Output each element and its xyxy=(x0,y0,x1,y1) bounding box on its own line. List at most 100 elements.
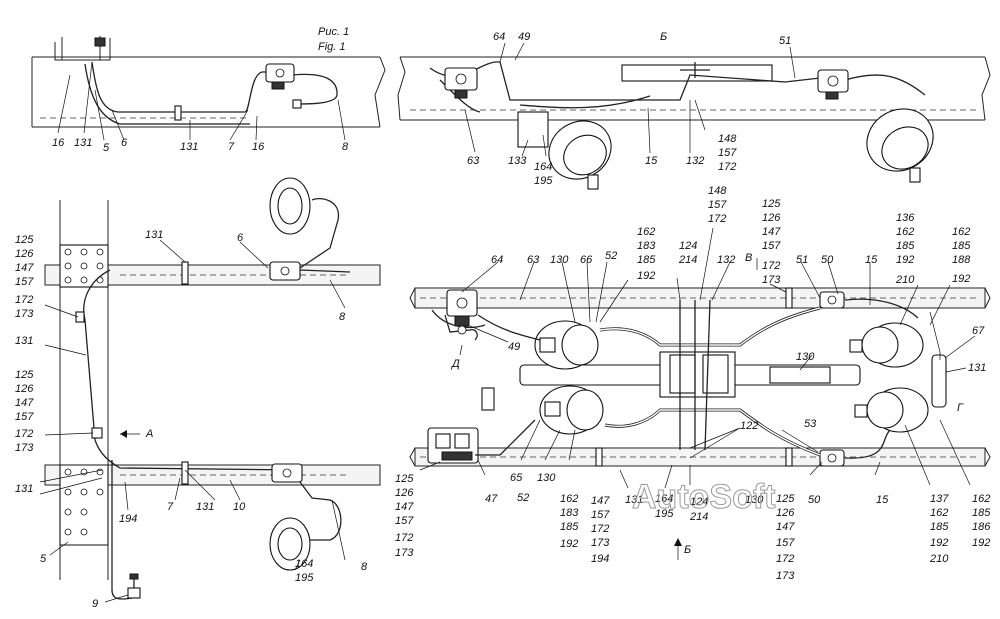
tr-valve-left xyxy=(444,67,478,99)
right-chamber-tl xyxy=(534,320,599,370)
right-valve-top-left xyxy=(446,289,478,327)
callout-164-r: 164 xyxy=(655,493,673,505)
left-top-plate-bolts xyxy=(64,248,104,284)
left-bottom-plate-bolts xyxy=(64,468,104,536)
callout-188: 188 xyxy=(952,254,971,266)
callout-147-upper: 147 xyxy=(15,262,34,274)
right-plan-view: Б В Г Д 148 157 172 125 126 147 157 172 … xyxy=(395,185,991,582)
callout-8-bottom: 8 xyxy=(361,561,368,573)
right-callouts-mid: 49 130 67 131 xyxy=(508,325,986,374)
callout-157-f: 157 xyxy=(776,537,795,549)
callout-148: 148 xyxy=(718,133,737,145)
callout-64-r: 64 xyxy=(491,254,503,266)
callout-210-g: 210 xyxy=(929,553,949,565)
callout-131-r: 131 xyxy=(968,362,986,374)
callout-15-a: 15 xyxy=(865,254,878,266)
callout-192-h: 192 xyxy=(972,537,990,549)
callout-7: 7 xyxy=(228,141,235,153)
callout-124-a: 124 xyxy=(679,240,697,252)
view-arrow-b-bottom-label: Б xyxy=(684,544,691,556)
callout-136: 136 xyxy=(896,212,915,224)
figure-caption-en: Fig. 1 xyxy=(318,41,346,53)
left-callouts: 131 6 8 125 126 147 157 172 173 131 125 … xyxy=(15,229,368,610)
callout-164-left: 164 xyxy=(295,558,313,570)
callout-5: 5 xyxy=(103,142,110,154)
callout-185-h: 185 xyxy=(972,507,991,519)
figure-caption-ru: Рис. 1 xyxy=(318,26,349,38)
callout-16b: 16 xyxy=(252,141,265,153)
callout-15-b: 15 xyxy=(876,494,889,506)
right-valve-top-right xyxy=(819,291,845,309)
callout-157-rt: 157 xyxy=(762,240,781,252)
callout-195: 195 xyxy=(534,175,553,187)
callout-125-rt: 125 xyxy=(762,198,781,210)
callout-172-mid: 172 xyxy=(15,428,33,440)
callout-214-b: 214 xyxy=(689,511,708,523)
left-top-brake-chamber xyxy=(269,177,311,235)
callout-185-b: 185 xyxy=(952,240,971,252)
top-right-view: 64 49 51 63 133 164 195 15 132 148 157 1… xyxy=(397,31,991,190)
callout-64: 64 xyxy=(493,31,505,43)
tl-callouts: 16 131 5 6 131 7 16 8 xyxy=(52,137,349,154)
callout-173-f: 173 xyxy=(776,570,795,582)
top-left-view: 16 131 5 6 131 7 16 8 xyxy=(31,36,386,154)
view-arrow-a-label: А xyxy=(145,428,153,440)
left-top-valve xyxy=(269,261,301,281)
callout-194: 194 xyxy=(119,513,137,525)
callout-148-r: 148 xyxy=(708,185,727,197)
callout-172: 172 xyxy=(718,161,736,173)
callout-183-d: 183 xyxy=(560,507,579,519)
tl-valve xyxy=(265,63,295,90)
callout-15: 15 xyxy=(645,155,658,167)
view-d-label: Д xyxy=(450,358,460,370)
callout-186: 186 xyxy=(972,521,991,533)
callout-137: 137 xyxy=(930,493,949,505)
callout-63-r: 63 xyxy=(527,254,540,266)
right-valve-bottom-left xyxy=(427,427,479,464)
callout-132-r: 132 xyxy=(717,254,735,266)
tr-valve-right xyxy=(817,69,849,100)
callout-210-a: 210 xyxy=(895,274,915,286)
callout-125-mid: 125 xyxy=(15,369,34,381)
callout-185-d: 185 xyxy=(560,521,579,533)
callout-131-top: 131 xyxy=(145,229,163,241)
callout-131-lower: 131 xyxy=(15,483,33,495)
callout-8-left: 8 xyxy=(339,311,346,323)
left-drain-valve-9 xyxy=(127,573,141,599)
callout-126-rt: 126 xyxy=(762,212,781,224)
callout-172-rt: 172 xyxy=(762,260,780,272)
callout-16: 16 xyxy=(52,137,65,149)
callout-8: 8 xyxy=(342,141,349,153)
callout-157-mid: 157 xyxy=(15,411,34,423)
callout-126-upper: 126 xyxy=(15,248,34,260)
callout-5-lower: 5 xyxy=(40,553,47,565)
callout-195-r: 195 xyxy=(655,508,674,520)
callout-50-a: 50 xyxy=(821,254,834,266)
section-b-top-label: Б xyxy=(660,31,667,43)
callout-183-c: 183 xyxy=(637,240,656,252)
callout-147-rt: 147 xyxy=(762,226,781,238)
callout-49-r: 49 xyxy=(508,341,520,353)
callout-157-e: 157 xyxy=(591,509,610,521)
callout-172-rl: 172 xyxy=(395,532,413,544)
callout-157-upper: 157 xyxy=(15,276,34,288)
callout-47: 47 xyxy=(485,493,498,505)
callout-130-b: 130 xyxy=(796,351,815,363)
callout-192-b: 192 xyxy=(952,273,970,285)
callout-172-f: 172 xyxy=(776,553,794,565)
callout-214-a: 214 xyxy=(678,254,697,266)
watermark: AutoSoft xyxy=(632,478,776,516)
callout-52-b: 52 xyxy=(517,492,529,504)
tr-brake-chamber-left xyxy=(517,111,612,190)
callout-65: 65 xyxy=(510,472,523,484)
callout-131-rb: 131 xyxy=(625,494,643,506)
callout-67: 67 xyxy=(972,325,985,337)
left-bottom-valve xyxy=(271,463,303,483)
callout-173-e: 173 xyxy=(591,537,610,549)
callout-130-a: 130 xyxy=(550,254,569,266)
callout-7-left: 7 xyxy=(167,501,174,513)
callout-131b: 131 xyxy=(180,141,198,153)
callout-173-mid: 173 xyxy=(15,442,34,454)
right-chamber-tr xyxy=(849,322,924,368)
